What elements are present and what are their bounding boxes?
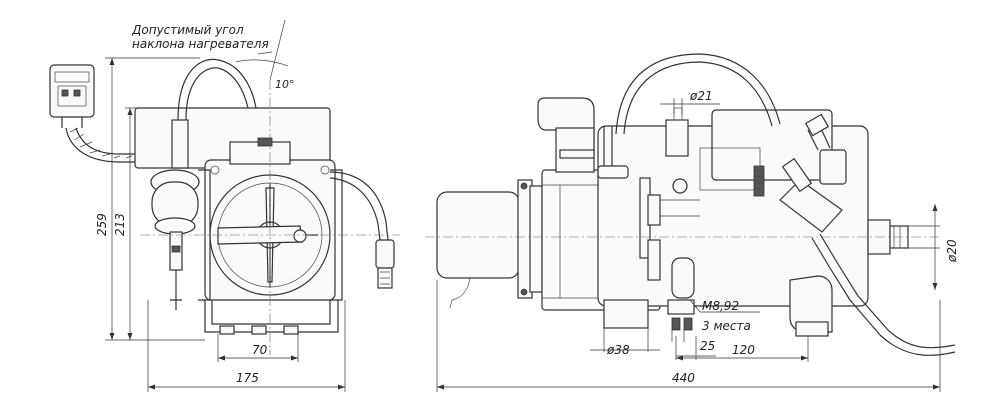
dim-mount-thread-label: M8,92 [702,299,739,313]
dim-440-label: 440 [672,371,695,385]
tilt-angle-label: 10° [275,78,295,91]
side-flange [517,179,543,299]
dim-213 [125,107,140,340]
dim-d21-label: ø21 [689,89,713,103]
dim-d21 [660,98,720,114]
dim-213-label: 213 [113,213,127,236]
side-exhaust [789,275,833,337]
front-fuel-line [329,171,395,289]
side-mount [667,257,695,331]
side-air-intake [537,97,595,173]
dim-d38 [590,328,660,352]
dim-259 [105,57,205,341]
front-tilt-angle [235,19,289,81]
dim-120 [676,336,809,362]
dim-25-label: 25 [700,339,715,353]
dim-440 [436,280,941,392]
side-pipe-loop [597,53,781,179]
dim-70 [217,334,299,362]
front-pipe-loop [177,58,257,121]
side-fuel-pump [779,113,956,356]
dim-d20-label: ø20 [945,239,959,263]
front-connector [49,64,165,163]
dim-mount-leader [671,299,760,342]
tilt-label-line2: наклона нагревателя [132,37,269,51]
dim-d20 [908,204,940,290]
dim-120-label: 120 [732,343,755,357]
front-pump [150,119,200,310]
dim-mount-count-label: 3 места [702,319,751,333]
dim-d38-label: ø38 [606,343,630,357]
dim-175-label: 175 [236,371,259,385]
front-view: Допустимый угол наклона нагревателя 10° … [49,19,400,392]
front-bracket [204,300,339,335]
dim-175 [147,300,346,392]
side-view: ø21 ø20 ø38 M8,92 3 места 25 12 [425,53,959,392]
side-motor [436,191,520,309]
dim-259-label: 259 [95,213,109,236]
tilt-label-line1: Допустимый угол [131,23,244,37]
dim-70-label: 70 [252,343,268,357]
side-outlet-38 [603,299,649,329]
